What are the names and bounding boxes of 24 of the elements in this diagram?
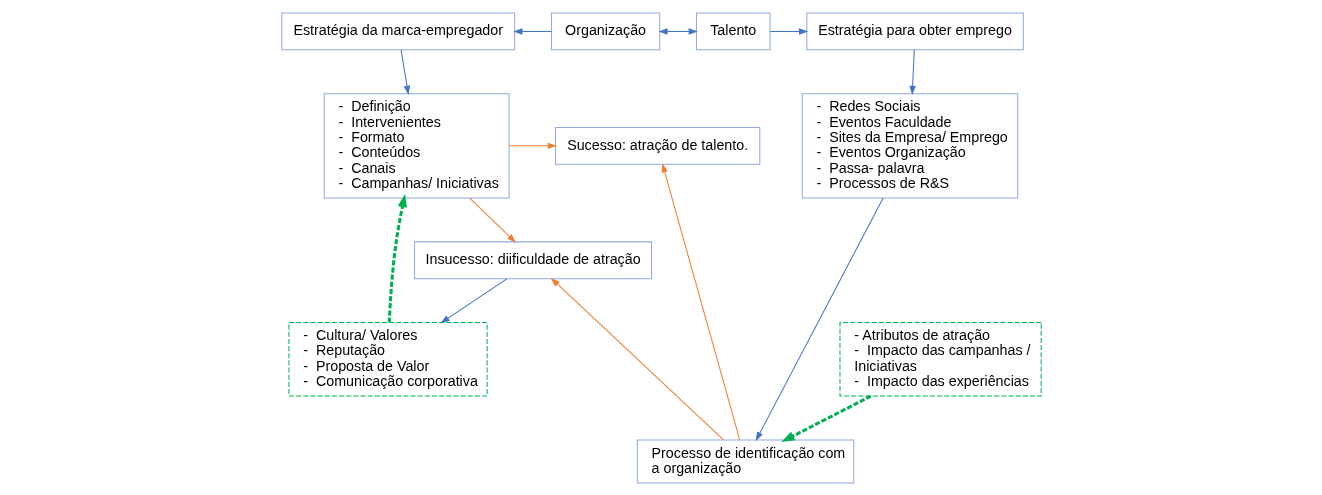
arrow xyxy=(657,27,698,35)
node-box: - Definição - Intervenientes - Formato - Conteúdos - Canais - Campanhas/ Iniciativas xyxy=(323,92,510,198)
arrow xyxy=(755,196,884,441)
node-box: Talento xyxy=(695,12,771,50)
arrow xyxy=(512,27,552,35)
arrow xyxy=(468,197,516,243)
node-box: - Atributos de atração - Impacto das campanhas / Iniciativas - Impacto das experiências xyxy=(838,321,1042,397)
node-box: Estratégia da marca-empregador xyxy=(280,12,515,50)
arrow xyxy=(769,27,808,35)
node-box: Processo de identificação com a organização xyxy=(636,439,854,483)
node-box: Sucesso: atração de talento. xyxy=(554,126,760,165)
node-box: Insucesso: diificuldade de atração xyxy=(413,240,652,279)
node-box: Organização xyxy=(550,12,660,50)
node-box: - Cultura/ Valores - Reputação - Proposta de Valor - Comunicação corporativa xyxy=(287,321,488,397)
arrow xyxy=(400,49,410,95)
arrow xyxy=(908,49,916,95)
arrow xyxy=(387,193,407,323)
arrow xyxy=(439,277,507,323)
node-box: - Redes Sociais - Eventos Faculdade - Sites da Empresa/ Emprego - Eventos Organização - Passa- palavra - Processos de R&S xyxy=(801,92,1018,198)
arrow xyxy=(780,394,871,442)
arrow xyxy=(550,277,724,440)
arrow xyxy=(661,162,740,440)
node-box: Estratégia para obter emprego xyxy=(805,12,1024,50)
arrow xyxy=(508,142,557,149)
